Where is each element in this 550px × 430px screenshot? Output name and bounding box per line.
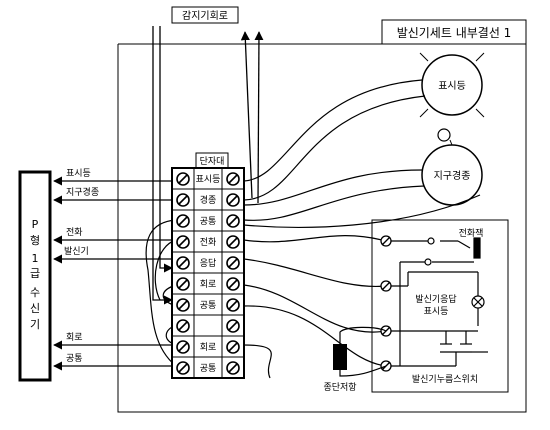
terminal-screw-left-icon [176, 172, 190, 186]
terminal-row-label: 회로 [200, 279, 217, 290]
terminal-screw-right-icon [226, 340, 240, 354]
receiver-box: P 형 1 급 수 신 기 [18, 170, 52, 382]
terminal-row-label: 공통 [200, 363, 217, 374]
terminal-screw-right-icon [226, 298, 240, 312]
terminal-screw-left-icon [176, 214, 190, 228]
terminal-screw-left-icon [176, 235, 190, 249]
title-box: 발신기세트 내부결선 1 [381, 19, 527, 45]
terminal-screw-right-icon [226, 214, 240, 228]
receiver-char-5: 수 [30, 286, 40, 299]
terminal-row-label: 공통 [200, 216, 217, 227]
lamp-label: 표시등 [438, 80, 466, 92]
diagram-title: 발신기세트 내부결선 1 [397, 26, 512, 40]
terminal-screw-left-icon [176, 256, 190, 270]
terminal-screw-right-icon [226, 235, 240, 249]
bell-label: 지구경종 [434, 169, 471, 182]
indicator-lamp: 표시등 [419, 52, 485, 118]
terminal-row: 응답 [172, 251, 244, 270]
terminal-row-label: 전화 [200, 237, 217, 248]
receiver-char-1: P [32, 218, 39, 231]
terminal-screw-left-icon [176, 298, 190, 312]
terminal-row-label: 응답 [200, 257, 217, 269]
terminal-row: 전화 [172, 230, 244, 249]
terminal-row: 경종 [172, 188, 244, 207]
terminal-screw-left-icon [176, 361, 190, 375]
response-lamp-label-2: 표시등 [424, 306, 449, 317]
receiver-char-6: 신 [30, 302, 40, 315]
wire-label-transmitter: 발신기 [64, 246, 89, 257]
terminal-screw-left-icon [176, 319, 190, 333]
terminal-row: 표시등 [176, 172, 240, 186]
terminal-row-label: 경종 [200, 194, 217, 206]
enclosure-frame [117, 43, 527, 413]
terminal-screw-right-icon [226, 277, 240, 291]
terminal-screw-right-icon [226, 319, 240, 333]
wire-label-circuit: 회로 [66, 332, 83, 343]
end-resistor: 종단저항 [323, 326, 387, 393]
terminal-row-label: 회로 [200, 342, 217, 353]
terminal-screw-left-icon [176, 340, 190, 354]
terminal-screw-left-icon [176, 277, 190, 291]
wire-label-phone: 전화 [66, 227, 83, 238]
wire-label-lamp: 표시등 [66, 168, 91, 179]
terminal-screw-left-icon [176, 193, 190, 207]
terminal-row: 회로 [172, 272, 244, 291]
zone-bell: 지구경종 [421, 128, 483, 206]
terminal-screw-right-icon [226, 256, 240, 270]
receiver-char-7: 기 [30, 318, 40, 331]
wire-label-bell: 지구경종 [66, 186, 99, 198]
push-switch-label: 발신기누름스위치 [412, 373, 478, 385]
terminal-block-header: 단자대 [200, 156, 225, 167]
response-lamp-label-1: 발신기응답 [415, 293, 456, 305]
receiver-char-4: 급 [30, 267, 40, 280]
end-resistor-label: 종단저항 [323, 382, 356, 393]
receiver-wires [53, 176, 175, 371]
terminal-row: 공통 [172, 293, 244, 312]
detector-circuit-label: 감지기회로 [182, 10, 228, 22]
terminal-screw-right-icon [226, 193, 240, 207]
terminal-screw-right-icon [226, 172, 240, 186]
receiver-wire-labels: 표시등 지구경종 전화 발신기 회로 공통 [64, 168, 99, 364]
receiver-char-3: 1 [32, 252, 39, 265]
terminal-row-label: 표시등 [196, 174, 221, 185]
transmitter-panel: 전화잭 발신기응답 표시등 발신기누름스위치 [371, 219, 509, 393]
terminal-screw-right-icon [226, 361, 240, 375]
terminal-row-label: 공통 [200, 300, 217, 311]
phone-jack-label: 전화잭 [459, 228, 484, 239]
terminal-row: 공통 [172, 356, 244, 375]
terminal-row: 회로 [172, 335, 244, 354]
terminal-row [172, 314, 244, 333]
terminal-row: 공통 [172, 209, 244, 228]
receiver-char-2: 형 [30, 234, 40, 247]
wire-label-common: 공통 [66, 353, 83, 364]
detector-circuit-label-box: 감지기회로 [171, 6, 239, 24]
device-wires [243, 79, 481, 379]
